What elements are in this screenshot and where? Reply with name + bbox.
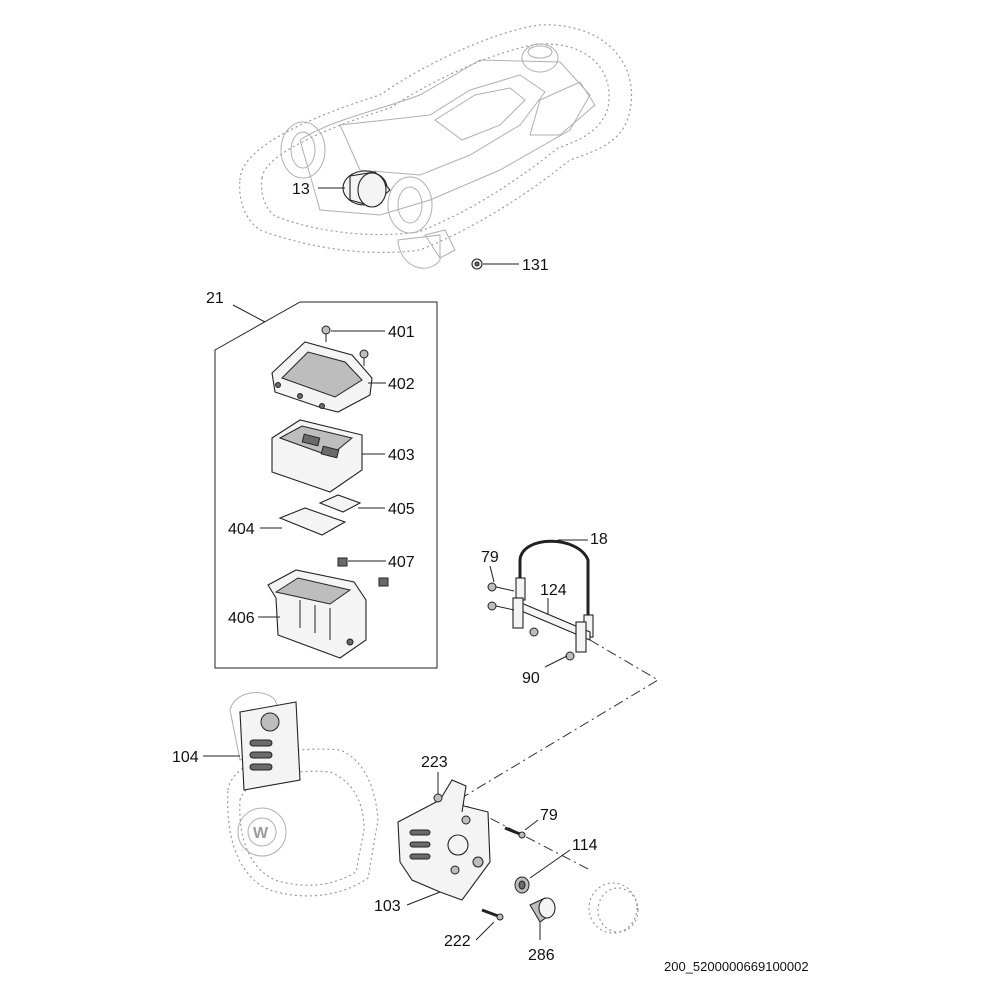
part-131-bolt <box>471 258 483 270</box>
callout-406: 406 <box>228 610 255 627</box>
part-286-adapter <box>529 897 556 923</box>
callout-403: 403 <box>388 447 415 464</box>
part-405-pre-filter <box>318 494 362 513</box>
part-402-filter-cover <box>271 341 373 413</box>
callout-103: 103 <box>374 898 401 915</box>
part-79-bolt-lower <box>504 826 526 839</box>
callout-402: 402 <box>388 376 415 393</box>
part-13-filter-element <box>342 170 391 208</box>
callout-124: 124 <box>540 582 567 599</box>
ghost-machine <box>239 24 633 269</box>
part-103-mounting-plate <box>397 779 491 901</box>
callout-13: 13 <box>292 181 310 198</box>
part-104-engine-bracket <box>239 701 301 791</box>
callout-21: 21 <box>206 290 224 307</box>
part-124-crossbar <box>512 597 591 653</box>
part-407-clips <box>337 557 389 587</box>
callout-79-upper: 79 <box>481 549 499 566</box>
callout-286: 286 <box>528 947 555 964</box>
part-222-bolt <box>481 908 504 921</box>
part-406-filter-housing <box>267 569 367 659</box>
callout-405: 405 <box>388 501 415 518</box>
diagram-id: 200_5200000669100002 <box>664 959 809 974</box>
part-403-filter-element <box>271 419 363 493</box>
callout-407: 407 <box>388 554 415 571</box>
callout-222: 222 <box>444 933 471 950</box>
part-404-filter-pad <box>278 507 347 536</box>
part-223-bolt <box>433 793 443 803</box>
part-401-screws <box>321 325 369 366</box>
callout-79-lower: 79 <box>540 807 558 824</box>
ghost-engine: W <box>227 692 379 897</box>
part-90-nuts <box>529 627 575 661</box>
callout-401: 401 <box>388 324 415 341</box>
part-79-bolts-upper <box>487 582 515 611</box>
callout-18: 18 <box>590 531 608 548</box>
ghost-filter-cap <box>588 882 639 934</box>
brand-logo-mark: W <box>253 825 269 842</box>
callout-404: 404 <box>228 521 255 538</box>
callout-90: 90 <box>522 670 540 687</box>
assembly-21-frame <box>214 301 438 669</box>
callout-223: 223 <box>421 754 448 771</box>
part-114-grommet <box>514 876 530 894</box>
callout-131: 131 <box>522 257 549 274</box>
callout-104: 104 <box>172 749 199 766</box>
callout-114: 114 <box>572 837 598 854</box>
